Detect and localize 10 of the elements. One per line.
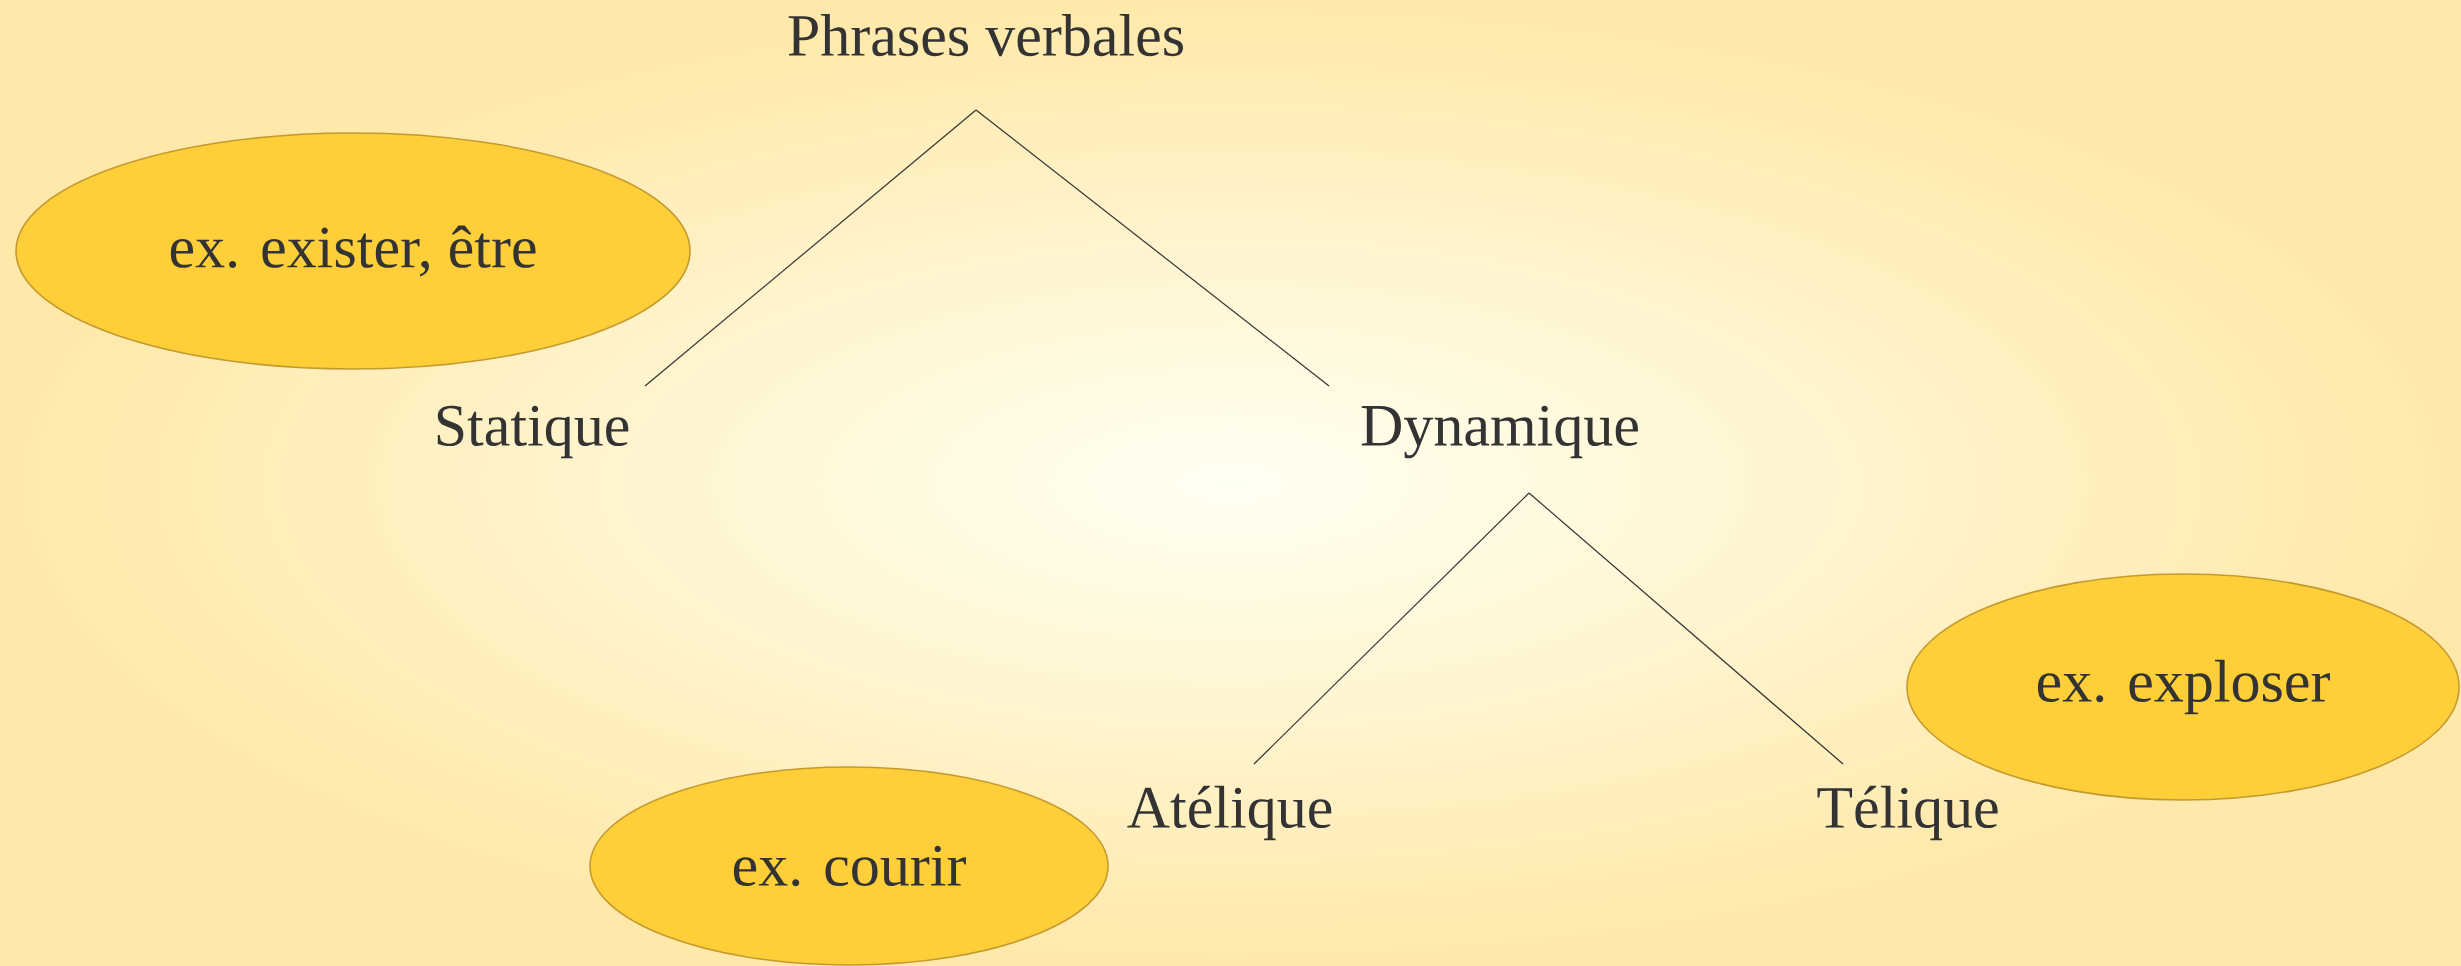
category-label: Statique: [437, 405, 629, 459]
connector-line: [644, 109, 977, 387]
oval-bubble: ex. exister, être: [15, 132, 691, 370]
category-label: Atélique: [1127, 785, 1332, 841]
connector-line: [1528, 492, 1844, 765]
connector-line: [1253, 492, 1530, 765]
category-label: Dynamique: [1361, 405, 1638, 459]
oval-bubble: ex. courir: [589, 766, 1109, 966]
category-label: Phrases verbales: [788, 13, 1183, 57]
connector-line: [975, 109, 1330, 387]
